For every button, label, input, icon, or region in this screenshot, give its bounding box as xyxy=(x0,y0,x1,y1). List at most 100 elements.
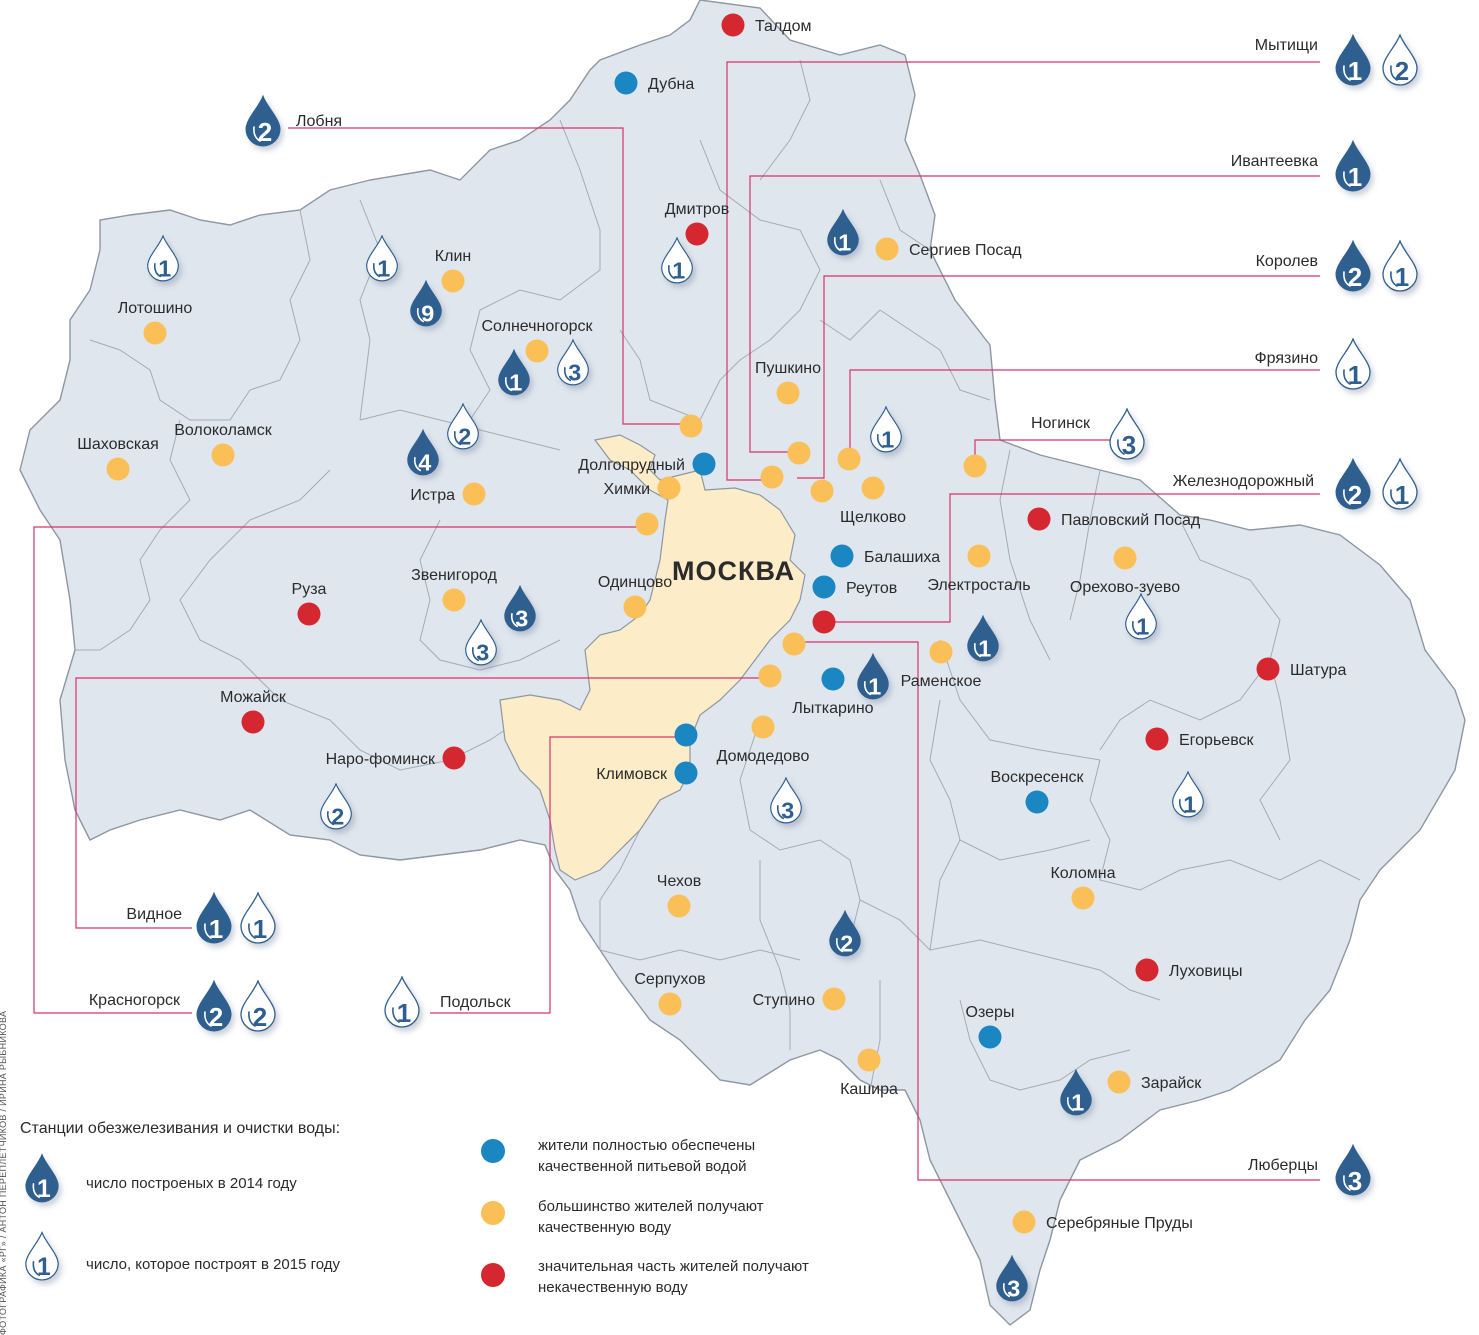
callout-label-железнодорожный: Железнодорожный xyxy=(1173,473,1314,490)
callout-label-мытищи: Мытищи xyxy=(1255,37,1318,54)
city-dot-шатура xyxy=(1256,657,1280,681)
city-dot-реутов xyxy=(812,575,836,599)
city-dot-клин xyxy=(441,269,465,293)
callout-line-лобня xyxy=(288,127,690,425)
city-label-сергиев-посад: Сергиев Посад xyxy=(909,242,1022,259)
city-dot-климовск xyxy=(674,761,698,785)
city-label-чехов: Чехов xyxy=(657,873,701,890)
drop-built-серебряные-пруды-number: 3 xyxy=(1007,1275,1020,1301)
city-label-можайск: Можайск xyxy=(220,689,287,706)
city-label-реутов: Реутов xyxy=(846,580,897,597)
callout-line-мытищи xyxy=(726,61,1320,481)
drop-built-серебряные-пруды: 3 xyxy=(996,1255,1028,1301)
drop-planned-дмитров: 1 xyxy=(661,237,693,284)
city-label-зарайск: Зарайск xyxy=(1141,1075,1202,1092)
city-label-воскресенск: Воскресенск xyxy=(990,769,1084,786)
city-label-балашиха: Балашиха xyxy=(864,549,940,566)
city-label-клин: Клин xyxy=(435,248,471,265)
callout-label-подольск: Подольск xyxy=(440,994,512,1011)
legend-title: Станции обезжелезивания и очистки воды: xyxy=(20,1120,341,1137)
city-label-егорьевск: Егорьевск xyxy=(1179,732,1255,749)
city-dot-extra-4 xyxy=(810,479,834,503)
callout-drop-built-люберцы: 3 xyxy=(1335,1144,1371,1196)
city-label-серебряные-пруды: Серебряные Пруды xyxy=(1046,1215,1193,1232)
drop-planned-наро-фоминск-number: 2 xyxy=(331,803,344,829)
callout-drop-built-ивантеевка-number: 1 xyxy=(1348,162,1362,192)
drop-planned-щелково: 1 xyxy=(870,406,902,453)
city-dot-долгопрудный xyxy=(692,452,716,476)
city-dot-пушкино xyxy=(776,381,800,405)
drop-built-ступино: 2 xyxy=(829,910,861,956)
city-dot-луховицы xyxy=(1135,958,1159,982)
callout-label-ивантеевка: Ивантеевка xyxy=(1231,153,1318,170)
city-dot-сергиев-посад xyxy=(875,237,899,261)
city-dot-талдом xyxy=(721,13,745,37)
city-dot-дубна xyxy=(614,71,638,95)
city-dot-волоколамск xyxy=(211,443,235,467)
drop-planned-егорьевск: 1 xyxy=(1172,771,1204,818)
callout-label-ногинск: Ногинск xyxy=(1031,415,1091,432)
drop-planned-солнечногорск-number: 3 xyxy=(568,359,581,385)
drop-built-солнечногорск-number: 1 xyxy=(509,369,522,395)
city-label-одинцово: Одинцово xyxy=(598,574,672,591)
legend-mostly: большинство жителей получают качественну… xyxy=(538,1198,764,1236)
city-label-звенигород: Звенигород xyxy=(411,567,497,584)
legend-graphics: 11 xyxy=(25,1139,505,1287)
city-dot-химки xyxy=(657,476,681,500)
drop-built-клин: 9 xyxy=(410,280,442,326)
callout-label-фрязино: Фрязино xyxy=(1254,350,1318,367)
city-dot-орехово-зуево xyxy=(1113,546,1137,570)
drop-built-зарайск: 1 xyxy=(1060,1069,1092,1115)
city-label-химки: Химки xyxy=(603,481,650,498)
city-dot-extra-3 xyxy=(837,447,861,471)
city-dot-ступино xyxy=(822,987,846,1011)
city-dot-чехов xyxy=(667,894,691,918)
callout-drop-planned-подольск: 1 xyxy=(384,976,420,1028)
legend-drop-planned: 1 xyxy=(25,1231,59,1281)
city-dot-шаховская xyxy=(106,457,130,481)
drop-planned-истра-number: 2 xyxy=(458,423,471,449)
city-label-пушкино: Пушкино xyxy=(755,360,821,377)
city-dot-можайск xyxy=(241,710,265,734)
callout-drop-built-люберцы-number: 3 xyxy=(1348,1166,1362,1196)
city-label-талдом: Талдом xyxy=(755,18,812,35)
drop-planned-наро-фоминск: 2 xyxy=(320,783,352,830)
callout-line-красногорск xyxy=(33,526,647,1014)
city-label-орехово-зуево: Орехово-зуево xyxy=(1070,579,1180,596)
drop-planned-егорьевск-number: 1 xyxy=(1183,791,1196,817)
city-dot-серпухов xyxy=(658,992,682,1016)
legend-dot-mostly xyxy=(481,1201,505,1225)
city-dot-домодедово xyxy=(751,715,775,739)
city-dot-раменское xyxy=(929,640,953,664)
drop-built-лыткарино-number: 1 xyxy=(868,673,881,699)
city-dot-extra-1 xyxy=(787,441,811,465)
callout-label-красногорск: Красногорск xyxy=(89,992,181,1009)
city-dot-extra-5 xyxy=(635,512,659,536)
callout-label-люберцы: Люберцы xyxy=(1248,1157,1318,1174)
city-dot-воскресенск xyxy=(1025,790,1049,814)
callout-drop-built-красногорск-number: 2 xyxy=(209,1002,223,1032)
legend-good: жители полностью обеспечены качественной… xyxy=(538,1137,756,1175)
drop-planned-солнечногорск: 3 xyxy=(557,339,589,386)
callout-drop-planned-видное: 1 xyxy=(240,892,276,944)
city-label-лотошино: Лотошино xyxy=(118,300,193,317)
drop-built-звенигород: 3 xyxy=(504,585,536,631)
callout-drop-planned-мытищи: 2 xyxy=(1382,34,1418,86)
city-label-лыткарино: Лыткарино xyxy=(792,700,873,717)
city-dot-истра xyxy=(462,482,486,506)
callout-drop-built-лобня-number: 2 xyxy=(258,117,272,147)
legend-dot-bad xyxy=(481,1263,505,1287)
callout-drop-built-видное: 1 xyxy=(196,892,232,944)
city-dot-ногинск xyxy=(963,454,987,478)
city-dot-серебряные-пруды xyxy=(1012,1210,1036,1234)
callout-line-железнодорожный xyxy=(824,493,1320,623)
city-label-шаховская: Шаховская xyxy=(77,436,159,453)
callout-drop-built-красногорск: 2 xyxy=(196,980,232,1032)
city-dot-павловский-посад xyxy=(1027,507,1051,531)
city-label-ступино: Ступино xyxy=(753,992,816,1009)
callout-drop-planned-видное-number: 1 xyxy=(253,914,267,944)
callout-drop-built-мытищи-number: 1 xyxy=(1348,56,1362,86)
